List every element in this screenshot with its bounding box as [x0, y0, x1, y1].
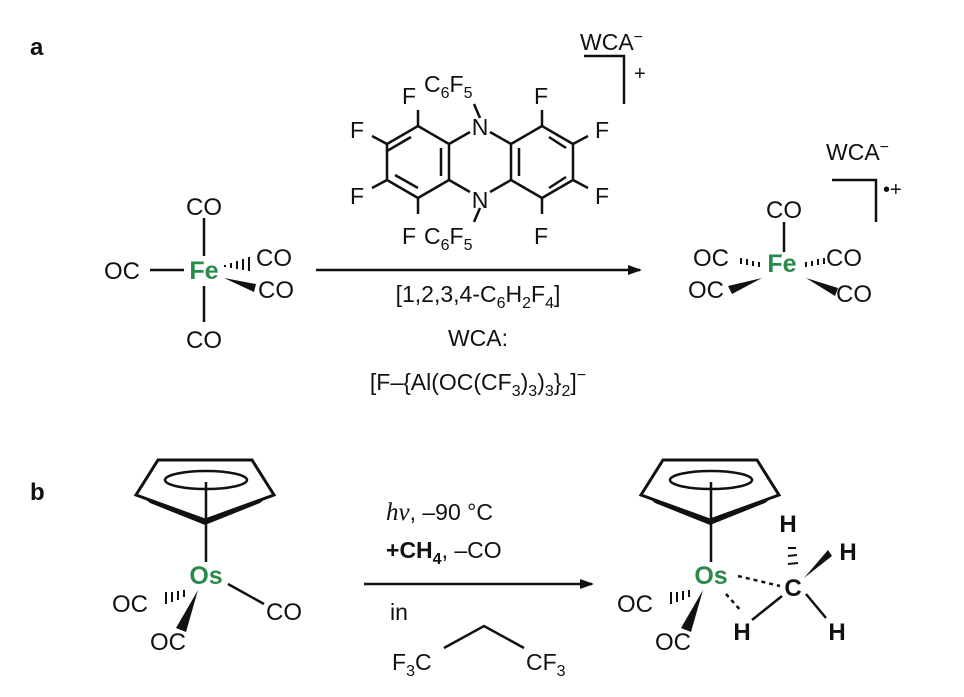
f-atom: F	[534, 83, 548, 109]
cp-os-methane-complex: Os OC OC C H H H H	[617, 458, 857, 656]
wedge-bond-fe-co	[224, 278, 256, 292]
os-metal-center: Os	[694, 562, 727, 590]
oc-hashed: OC	[112, 591, 148, 618]
fe-metal-center: Fe	[189, 257, 218, 285]
co-right: CO	[266, 599, 302, 626]
n-c6f5-bond-top	[472, 103, 482, 119]
right-ring-inner-bond	[548, 175, 567, 190]
oc-left-lower: OC	[688, 277, 724, 304]
wedge-bond-right	[806, 278, 838, 296]
n-ring-bond	[448, 178, 471, 194]
f-atom: F	[595, 117, 609, 143]
product-wca-counterion: WCA−	[826, 139, 889, 165]
f-atom: F	[350, 183, 364, 209]
oxidant-bracket	[584, 54, 626, 104]
phenazinium-oxidant	[371, 54, 626, 223]
co-right-lower: CO	[836, 281, 872, 308]
c6f5-bottom: C6F5	[424, 223, 473, 254]
fe-co5-reactant: CO CO OC Fe CO CO	[104, 194, 294, 354]
cf-bond	[572, 134, 589, 146]
c-h-bond	[751, 595, 783, 621]
h-atom-right: H	[839, 539, 856, 566]
f-atom: F	[402, 223, 416, 249]
c6f5-top: C6F5	[424, 71, 473, 102]
oxidant-wca-counterion: WCA−	[580, 29, 643, 55]
cf-bond	[371, 134, 388, 146]
product-radical-charge: •+	[883, 179, 902, 201]
n-atom-top: N	[472, 114, 489, 140]
hashed-bond-os-co	[670, 590, 690, 604]
hashed-bond-right	[805, 258, 825, 267]
co-right-upper: CO	[826, 245, 862, 272]
left-ring-inner-bond	[394, 173, 419, 190]
n-ring-bond	[489, 130, 512, 146]
cf3-left: F3C	[392, 649, 432, 680]
left-ring-inner-bond	[386, 135, 412, 153]
n-atom-bottom: N	[472, 187, 489, 213]
hashed-bond-fe-co	[224, 257, 250, 271]
solvent-label: [1,2,3,4-C6H2F4]	[396, 281, 561, 312]
condition-photolysis: hv, –90 °C	[386, 499, 493, 526]
oc-left-upper: OC	[693, 245, 729, 272]
wedge-bond-os-co	[681, 590, 703, 632]
product-bracket	[832, 178, 878, 222]
wedge-bond-left	[728, 278, 762, 294]
n-c6f5-bond-bottom	[472, 207, 482, 223]
n-ring-bond	[448, 130, 471, 146]
propane-skeleton	[443, 624, 525, 650]
h-atom-top: H	[779, 511, 796, 538]
right-benzene-ring	[509, 124, 575, 200]
f-atom: F	[595, 183, 609, 209]
co-top: CO	[766, 197, 802, 224]
right-ring-inner-bond	[548, 135, 567, 150]
fe-metal-center: Fe	[767, 250, 796, 278]
phenazinium-labels: N N F F F F F F F F C6F5 C6F5 WCA− +	[350, 29, 646, 254]
co-top: CO	[186, 194, 222, 221]
os-h-agostic-interaction	[725, 593, 743, 613]
wedge-bond-c-h	[804, 550, 832, 578]
hashed-bond-left	[740, 258, 760, 267]
wca-formula: [F–{Al(OC(CF3)3)3}2]−	[370, 367, 586, 400]
h-atom-bottom: H	[828, 619, 845, 646]
panel-b-label: b	[30, 479, 45, 506]
oc-hashed: OC	[617, 591, 653, 618]
cp-os-co2-reactant: Os OC OC CO	[112, 458, 302, 656]
cf-bond	[572, 178, 589, 190]
hashed-bond-c-h	[787, 547, 799, 565]
f-atom: F	[402, 83, 416, 109]
wca-label: WCA:	[448, 325, 508, 351]
os-co-bond	[227, 582, 265, 606]
c-h-bond	[805, 593, 827, 619]
wedge-bond-os-co	[176, 590, 198, 632]
os-c-sigma-interaction	[737, 574, 781, 588]
fe-co5-radical-cation-product: CO OC OC Fe CO CO WCA− •+	[688, 139, 902, 308]
methane-carbon: C	[784, 575, 801, 602]
cf3-right: CF3	[526, 649, 566, 680]
hashed-bond-os-co	[165, 590, 185, 604]
oc-wedge: OC	[150, 629, 186, 656]
co-right-hashed: CO	[256, 245, 292, 272]
condition-methane: +CH4, –CO	[386, 537, 502, 568]
co-bottom: CO	[186, 327, 222, 354]
os-metal-center: Os	[189, 562, 222, 590]
h-atom-agostic: H	[733, 619, 750, 646]
oc-wedge: OC	[655, 629, 691, 656]
panel-a-label: a	[30, 34, 44, 61]
f-atom: F	[350, 117, 364, 143]
oc-left: OC	[104, 258, 140, 285]
co-right-wedge: CO	[258, 277, 294, 304]
oxidant-charge: +	[634, 63, 646, 85]
fluoropropane-solvent: F3C CF3	[392, 624, 566, 680]
f-atom: F	[534, 223, 548, 249]
condition-in: in	[390, 599, 408, 625]
cf-bond	[371, 178, 388, 190]
n-ring-bond	[489, 178, 512, 194]
